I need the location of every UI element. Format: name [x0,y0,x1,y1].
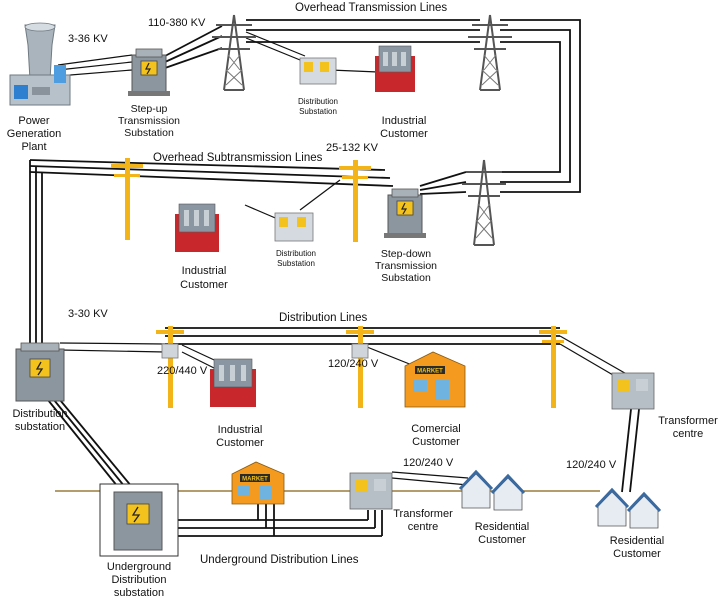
dist-sub-mid-label-2: Substation [277,259,315,268]
stepup-label-2: Transmission [118,115,180,127]
comm-cust-label-1: Comercial [411,423,461,435]
voltage-3-30: 3-30 KV [68,308,108,320]
stepdown-label-3: Substation [381,272,431,284]
stepup-label-1: Step-up [131,103,168,115]
ind-cust-mid-label-2: Customer [180,279,228,291]
dist-sub-top-label-1: Distribution [298,97,338,106]
transformer-centre-bottom-label-2: centre [408,521,439,533]
overhead-transmission-title: Overhead Transmission Lines [295,2,447,14]
transmission-tower-2 [468,14,512,91]
ind-cust-mid-label-1: Industrial [182,265,227,277]
plant-label-2: Generation [7,128,61,140]
distribution-substation-mid-icon [274,212,314,242]
pole-dist-3 [539,326,567,408]
industrial-customer-low-icon [210,358,256,407]
underground-sub-label-2: Distribution [111,574,166,586]
underground-lines-title: Underground Distribution Lines [200,554,359,566]
pole-dist-1 [156,326,184,408]
residential-houses-bottom-icon [458,469,526,511]
res-cust-bottom-label-1: Residential [475,521,529,533]
stepdown-label-1: Step-down [381,248,431,260]
underground-sub-label-3: substation [114,587,164,599]
voltage-110-380: 110-380 KV [148,17,206,29]
overhead-subtransmission-title: Overhead Subtransmission Lines [153,152,323,164]
pole-sub-1 [111,158,143,240]
pole-sub-2 [339,160,371,242]
comm-cust-label-2: Customer [412,436,460,448]
transformer-centre-right-label-2: centre [673,428,704,440]
plant-label-1: Power [18,115,50,127]
dist-substation-label-1: Distribution [12,408,67,420]
stepdown-label-2: Transmission [375,260,437,272]
residential-houses-right-icon [594,487,662,529]
transmission-tower-3 [462,159,506,246]
distribution-substation-icon [15,342,65,402]
wires [29,19,641,537]
distribution-substation-top-icon [299,57,337,85]
stepdown-substation-icon [384,188,426,238]
voltage-220-440: 220/440 V [157,365,208,377]
voltage-25-132: 25-132 KV [326,142,379,154]
labels: Power Generation Plant 3-36 KV 110-380 K… [7,2,718,599]
ind-cust-top-label-2: Customer [380,128,428,140]
market-sign-bottom: MARKET [242,477,268,483]
stepup-label-3: Substation [124,127,174,139]
transformer-centre-bottom-label-1: Transformer [393,508,453,520]
market-sign: MARKET [417,369,443,375]
plant-label-3: Plant [21,141,46,153]
underground-substation-icon [99,483,179,557]
underground-sub-label-1: Underground [107,561,171,573]
ind-cust-low-label-1: Industrial [218,424,263,436]
distribution-lines-title: Distribution Lines [279,312,367,324]
power-plant-icon [9,22,71,106]
ind-cust-top-label-1: Industrial [382,115,427,127]
dist-sub-mid-label-1: Distribution [276,249,316,258]
industrial-customer-mid-icon [175,203,219,252]
transformer-centre-right-label-1: Transformer [658,415,718,427]
ind-cust-low-label-2: Customer [216,437,264,449]
stepup-substation-icon [128,48,170,96]
transformer-centre-bottom-icon [349,472,393,510]
transformer-centre-right-icon [611,372,655,410]
dist-sub-top-label-2: Substation [299,107,337,116]
transmission-tower-1 [212,14,256,91]
industrial-customer-top-icon [375,45,415,92]
voltage-3-36: 3-36 KV [68,33,108,45]
voltage-120-240-c: 120/240 V [566,459,617,471]
pole-dist-2 [346,326,374,408]
voltage-120-240-a: 120/240 V [328,358,379,370]
res-cust-bottom-label-2: Customer [478,534,526,546]
market-bottom-icon: MARKET [231,461,285,505]
res-cust-right-label-2: Customer [613,548,661,560]
commercial-market-icon: MARKET [404,351,466,408]
voltage-120-240-b: 120/240 V [403,457,454,469]
dist-substation-label-2: substation [15,421,65,433]
res-cust-right-label-1: Residential [610,535,664,547]
